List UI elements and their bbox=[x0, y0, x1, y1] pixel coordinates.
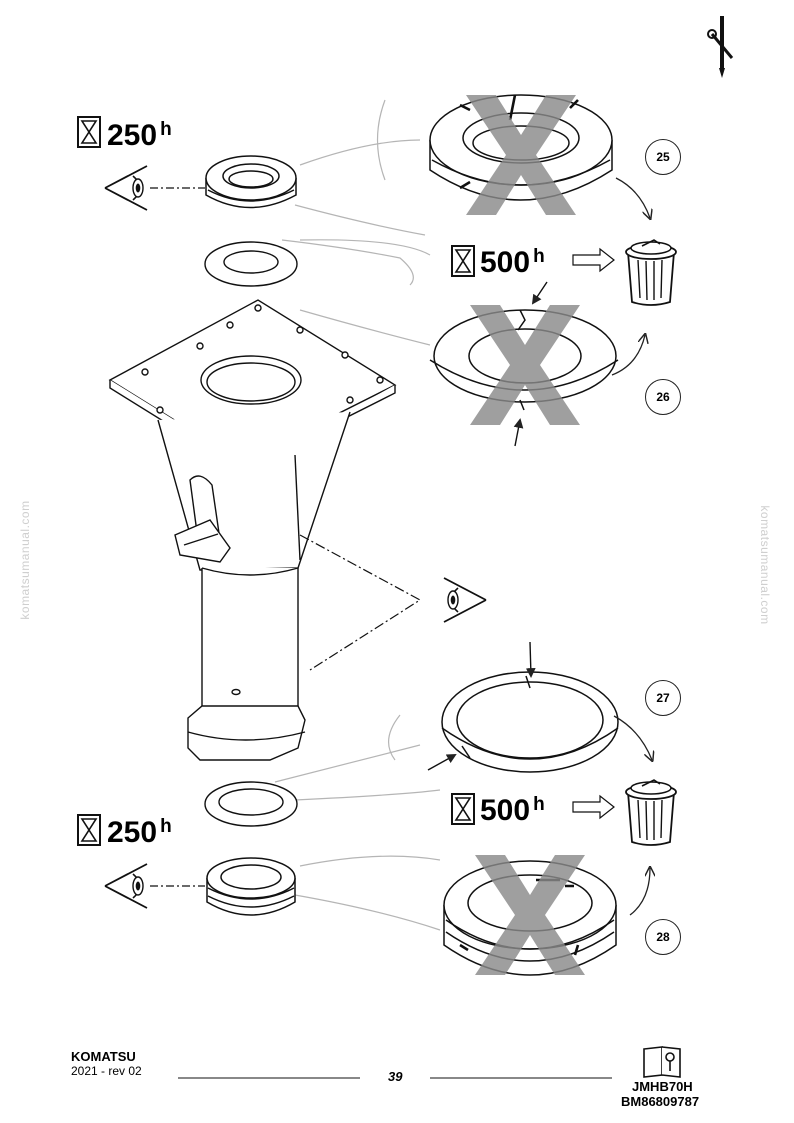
sight-line bbox=[299, 534, 422, 671]
hourglass-icon bbox=[77, 814, 101, 846]
interval-value: 250 bbox=[107, 816, 158, 849]
upper-seal bbox=[205, 155, 297, 209]
wrench-screwdriver-icon bbox=[707, 16, 734, 78]
interval-unit: h bbox=[533, 246, 545, 267]
interval-value: 250 bbox=[107, 119, 158, 152]
interval-unit: h bbox=[160, 816, 172, 837]
manual-book-icon bbox=[643, 1046, 681, 1078]
trash-bin-icon bbox=[625, 239, 677, 306]
flow-arrow bbox=[615, 177, 650, 218]
flange-housing bbox=[108, 299, 397, 571]
trash-bin-icon bbox=[625, 779, 677, 846]
watermark-right: komatsumanual.com bbox=[758, 505, 772, 625]
flow-arrow bbox=[611, 335, 645, 376]
flow-arrow bbox=[613, 715, 652, 760]
eye-icon bbox=[104, 863, 148, 909]
footer-document-number: BM86809787 bbox=[621, 1094, 700, 1109]
leader-lines bbox=[274, 99, 441, 931]
hourglass-icon bbox=[77, 116, 101, 148]
flow-arrow bbox=[629, 868, 650, 916]
eye-icon bbox=[104, 165, 148, 211]
interval-unit: h bbox=[160, 119, 172, 140]
step-number: 26 bbox=[645, 379, 681, 415]
step-number: 28 bbox=[645, 919, 681, 955]
hourglass-icon bbox=[451, 245, 475, 277]
eye-icon bbox=[443, 577, 487, 623]
footer-model: JMHB70H bbox=[632, 1079, 693, 1094]
lower-washer bbox=[204, 781, 298, 827]
cracked-ring-rejected bbox=[441, 671, 619, 773]
tube-body bbox=[187, 567, 306, 761]
footer-brand: KOMATSU bbox=[71, 1049, 136, 1064]
watermark-left: komatsumanual.com bbox=[18, 500, 32, 620]
lower-seal bbox=[206, 857, 296, 916]
interval-value: 500 bbox=[480, 246, 531, 279]
interval-unit: h bbox=[533, 794, 545, 815]
discard-arrow bbox=[572, 247, 615, 820]
page-number: 39 bbox=[388, 1069, 403, 1084]
step-number: 27 bbox=[645, 680, 681, 716]
step-number: 25 bbox=[645, 139, 681, 175]
hourglass-icon bbox=[451, 793, 475, 825]
upper-washer bbox=[204, 241, 298, 287]
interval-value: 500 bbox=[480, 794, 531, 827]
footer-revision: 2021 - rev 02 bbox=[71, 1064, 142, 1078]
